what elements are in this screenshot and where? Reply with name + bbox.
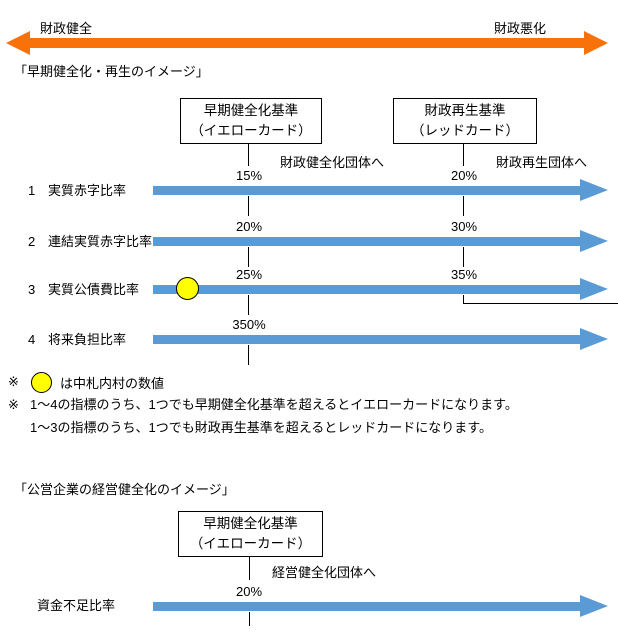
yellow-box-connector-line bbox=[248, 144, 249, 166]
yellow-circle-marker bbox=[176, 277, 199, 300]
arrow-shaft bbox=[30, 38, 584, 48]
row-label: 連結実質赤字比率 bbox=[48, 234, 153, 249]
box-connector-line-2 bbox=[249, 557, 250, 580]
box-line1: 財政再生基準 bbox=[424, 103, 506, 118]
yellow-threshold-label: 20% bbox=[235, 584, 263, 599]
row-arrow-head bbox=[580, 179, 608, 201]
arrow-right-head bbox=[584, 31, 608, 55]
row-arrow-shaft bbox=[153, 285, 580, 294]
row-label: 将来負担比率 bbox=[48, 332, 127, 347]
box-line2: （イエローカード） bbox=[189, 536, 312, 551]
box-line1: 早期健全化基準 bbox=[203, 103, 299, 118]
zone-label-soundness-body: 財政健全化団体へ bbox=[280, 155, 385, 170]
note2-marker: ※ bbox=[8, 397, 19, 412]
red-threshold-label: 35% bbox=[450, 267, 478, 282]
row-number: 2 bbox=[28, 234, 36, 249]
note1-text: は中札内村の数値 bbox=[60, 376, 165, 391]
yellow-threshold-label: 25% bbox=[235, 267, 263, 282]
yellow-card-threshold-box: 早期健全化基準 （イエローカード） bbox=[180, 98, 322, 144]
row-label: 資金不足比率 bbox=[37, 598, 116, 613]
red-box-connector-line bbox=[463, 144, 464, 166]
tick-line bbox=[248, 196, 249, 216]
row-label: 実質公債費比率 bbox=[48, 282, 140, 297]
tick-line bbox=[463, 247, 464, 267]
row-number: 1 bbox=[28, 183, 36, 198]
row-arrow-head bbox=[580, 595, 608, 617]
row-number: 4 bbox=[28, 332, 36, 347]
tick-line bbox=[463, 295, 464, 304]
row-label: 実質赤字比率 bbox=[48, 183, 127, 198]
box-line1: 早期健全化基準 bbox=[203, 516, 298, 531]
section2-title: 「公営企業の経営健全化のイメージ」 bbox=[14, 482, 235, 497]
section1-title: 「早期健全化・再生のイメージ」 bbox=[14, 64, 209, 79]
zone-label-management-body: 経営健全化団体へ bbox=[272, 565, 377, 580]
row-arrow-shaft bbox=[153, 602, 580, 611]
yellow-card-threshold-box-2: 早期健全化基準 （イエローカード） bbox=[178, 511, 323, 557]
tick-line bbox=[248, 345, 249, 365]
yellow-threshold-label: 15% bbox=[235, 168, 263, 183]
yellow-threshold-label: 350% bbox=[232, 317, 266, 332]
arrow-left-head bbox=[6, 31, 30, 55]
note2-line2: 1～3の指標のうち、1つでも財政再生基準を超えるとレッドカードになります。 bbox=[30, 420, 493, 435]
tick-line bbox=[248, 295, 249, 315]
row-arrow-shaft bbox=[153, 335, 580, 344]
note2-line1: 1～4の指標のうち、1つでも早期健全化基準を超えるとイエローカードになります。 bbox=[30, 397, 518, 412]
note-yellow-circle-icon bbox=[31, 372, 52, 393]
box-line2: （レッドカード） bbox=[411, 123, 519, 138]
red-threshold-label: 30% bbox=[450, 219, 478, 234]
tick-line bbox=[249, 612, 250, 626]
red-threshold-label: 20% bbox=[450, 168, 478, 183]
zone-label-regeneration-body: 財政再生団体へ bbox=[496, 155, 588, 170]
tick-line bbox=[463, 196, 464, 216]
red-card-threshold-box: 財政再生基準 （レッドカード） bbox=[393, 98, 537, 144]
range-bracket-line bbox=[463, 303, 618, 304]
tick-line bbox=[248, 247, 249, 267]
row-number: 3 bbox=[28, 282, 36, 297]
row-arrow-shaft bbox=[153, 237, 580, 246]
box-line2: （イエローカード） bbox=[190, 123, 312, 138]
row-arrow-head bbox=[580, 230, 608, 252]
yellow-threshold-label: 20% bbox=[235, 219, 263, 234]
row-arrow-head bbox=[580, 278, 608, 300]
row-arrow-shaft bbox=[153, 186, 580, 195]
axis-label-worsening: 財政悪化 bbox=[494, 21, 547, 36]
note1-marker: ※ bbox=[8, 374, 19, 389]
row-arrow-head bbox=[580, 328, 608, 350]
axis-label-healthy: 財政健全 bbox=[40, 21, 93, 36]
